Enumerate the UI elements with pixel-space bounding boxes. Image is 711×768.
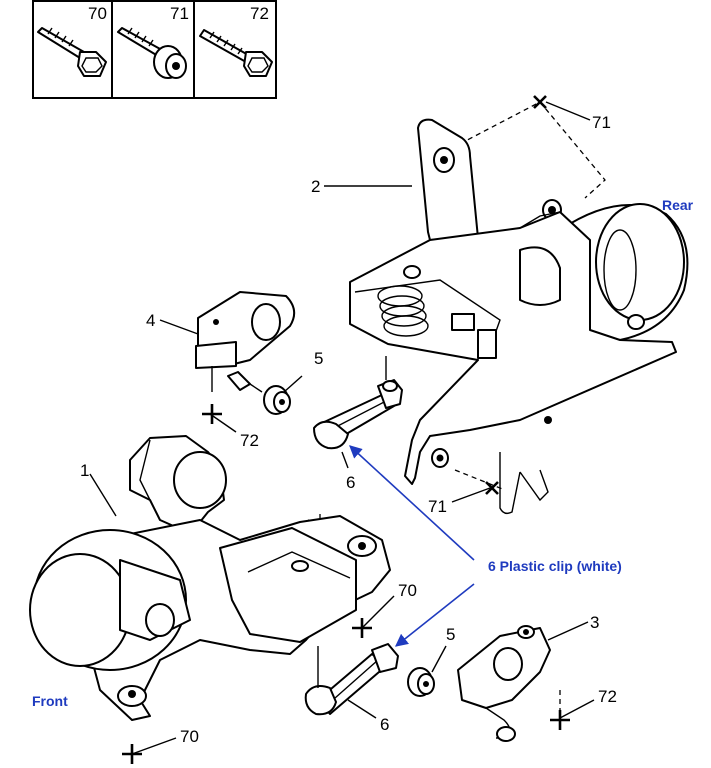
callout-fixing-72-top: 72 xyxy=(240,431,259,450)
legend-label-72: 72 xyxy=(250,4,269,23)
fixing-71-mid-marker xyxy=(485,481,499,495)
plastic-clip-note: 6 Plastic clip (white) xyxy=(488,558,622,574)
legend-label-71: 71 xyxy=(170,4,189,23)
bushing-part-5-top xyxy=(263,385,291,415)
callout-fixing-71-top: 71 xyxy=(592,113,611,132)
screw-70-icon xyxy=(37,27,107,77)
callout-fixing-70-bottom: 70 xyxy=(180,727,199,746)
callout-fixing-71-mid: 71 xyxy=(428,497,447,516)
callout-part-6-bottom: 6 xyxy=(380,715,389,734)
clamp-part-4 xyxy=(195,291,296,392)
fixing-70-bottom-marker xyxy=(122,744,142,764)
bushing-part-5-bottom xyxy=(407,667,435,697)
callout-part-1: 1 xyxy=(80,461,89,480)
spring-coil-icon xyxy=(377,285,429,337)
rear-mount-bracket-part-2 xyxy=(349,101,689,515)
bolt-72-top xyxy=(227,371,263,393)
callout-fixing-72-bottom: 72 xyxy=(598,687,617,706)
screw-72-icon xyxy=(199,29,273,77)
rear-label: Rear xyxy=(662,197,694,213)
fixing-markers xyxy=(122,95,570,764)
callout-part-6-top: 6 xyxy=(346,473,355,492)
legend-label-70: 70 xyxy=(88,4,107,23)
fixing-70-right-marker xyxy=(352,618,372,638)
clamp-part-3 xyxy=(457,625,551,742)
front-mount-part-1 xyxy=(29,435,391,721)
fixing-72-top-marker xyxy=(202,404,222,424)
callout-part-5-bottom: 5 xyxy=(446,625,455,644)
callout-fixing-70-right: 70 xyxy=(398,581,417,600)
front-label: Front xyxy=(32,693,68,709)
leader-lines xyxy=(89,101,595,755)
callout-part-3: 3 xyxy=(590,613,599,632)
fixing-72-bottom-marker xyxy=(550,710,570,730)
plastic-clip-part-6-top xyxy=(313,356,403,450)
fixing-71-top-marker xyxy=(533,95,547,109)
plastic-clip-part-6-bottom xyxy=(304,643,399,716)
callout-part-5-top: 5 xyxy=(314,349,323,368)
plastic-clip-annotation-arrows xyxy=(349,445,475,647)
screw-71-icon xyxy=(117,27,187,79)
callout-part-4: 4 xyxy=(146,311,155,330)
callout-part-2: 2 xyxy=(311,177,320,196)
fastener-legend-box: 70 71 72 xyxy=(32,0,277,99)
